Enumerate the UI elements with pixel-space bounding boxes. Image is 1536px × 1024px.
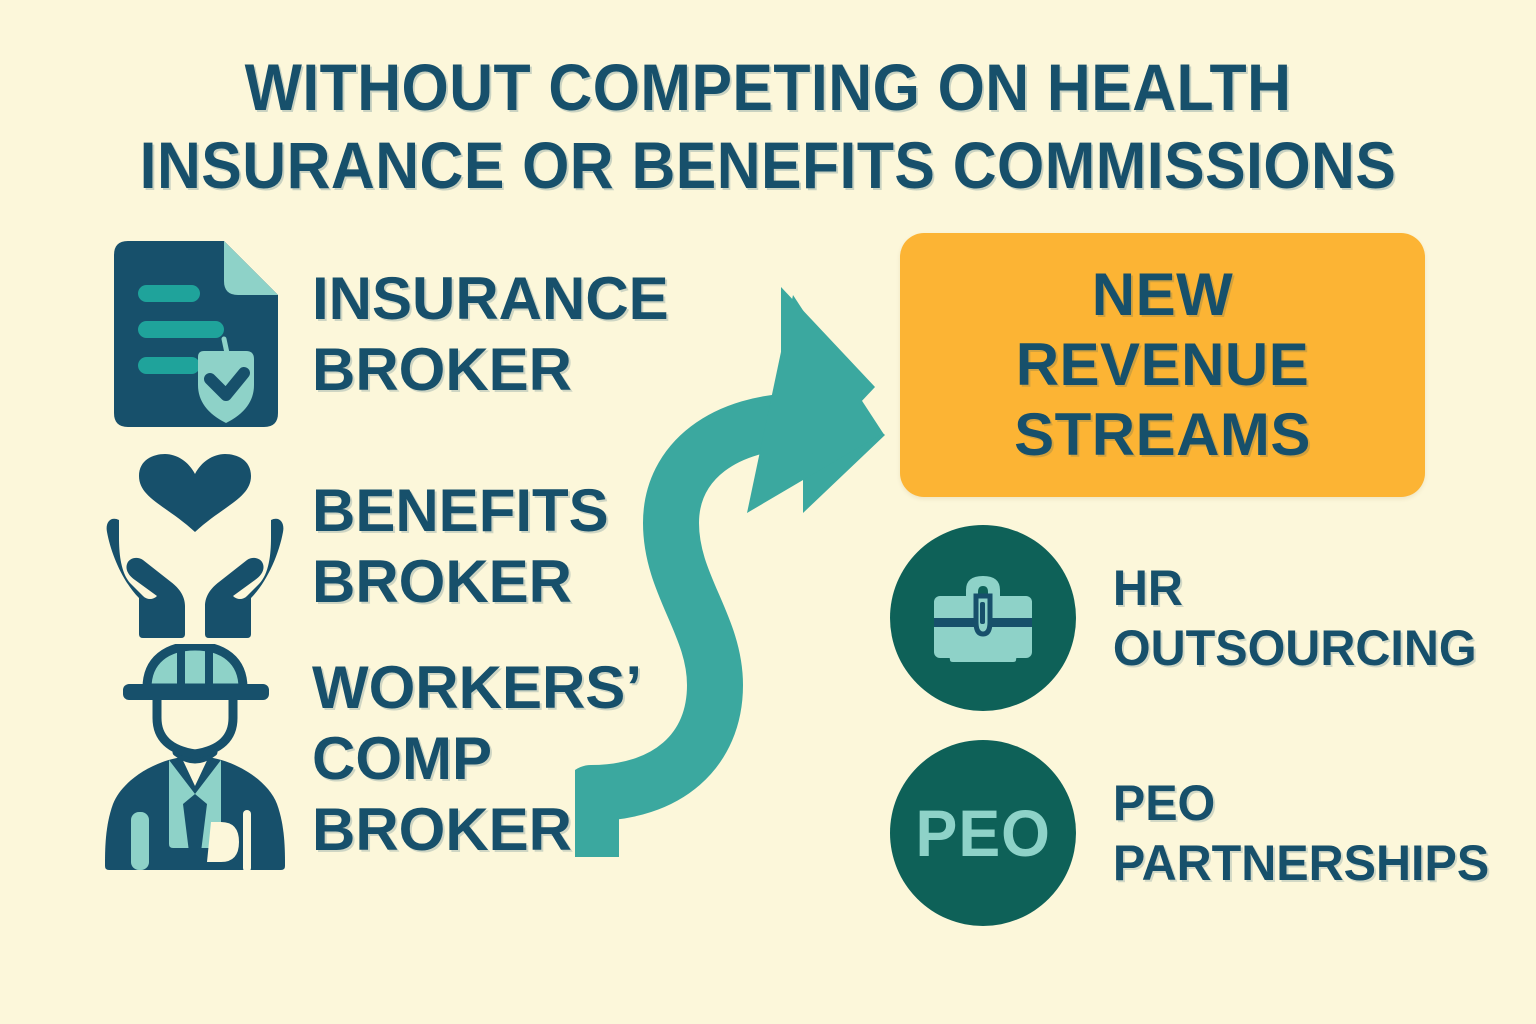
new-revenue-streams-callout: NEW REVENUE STREAMS (900, 233, 1425, 497)
source-label-line-2: BROKER (312, 336, 573, 403)
peo-partnerships-badge: PEO (890, 740, 1076, 926)
callout-line-1: NEW (1091, 261, 1234, 328)
outcome-row-peo-partnerships: PEO PEO PARTNERSHIPS (890, 740, 1502, 926)
hr-outsourcing-badge (890, 525, 1076, 711)
hands-holding-heart-icon (100, 446, 290, 646)
source-row-workers-comp-broker: WORKERS’ COMP BROKER (100, 644, 720, 872)
source-label-workers-comp-broker: WORKERS’ COMP BROKER (290, 652, 642, 865)
source-label-line-1: WORKERS’ (312, 653, 642, 721)
source-row-benefits-broker: BENEFITS BROKER (100, 440, 720, 652)
outcome-label-line-2: PARTNERSHIPS (1112, 835, 1490, 891)
source-label-benefits-broker: BENEFITS BROKER (290, 475, 609, 617)
title-line-2: INSURANCE OR BENEFITS COMMISSIONS (139, 128, 1397, 202)
title-line-1: WITHOUT COMPETING ON HEALTH (244, 50, 1292, 124)
construction-worker-icon (100, 644, 290, 872)
peo-badge-text: PEO (915, 796, 1051, 870)
source-roles-list: INSURANCE BROKER BENEFITS BROKER (100, 228, 720, 872)
source-row-insurance-broker: INSURANCE BROKER (100, 228, 720, 440)
source-label-line-1: BENEFITS (312, 477, 609, 544)
insurance-document-shield-icon (100, 234, 290, 434)
outcome-label-peo-partnerships: PEO PARTNERSHIPS (1076, 773, 1489, 893)
callout-line-2: REVENUE (1015, 331, 1310, 398)
source-label-line-3: BROKER (312, 795, 573, 863)
outcome-label-line-2: OUTSOURCING (1112, 620, 1477, 676)
source-label-line-2: BROKER (312, 548, 573, 615)
callout-line-3: STREAMS (1014, 401, 1311, 468)
outcome-label-hr-outsourcing: HR OUTSOURCING (1076, 558, 1477, 678)
briefcase-icon (934, 576, 1032, 662)
page-title: WITHOUT COMPETING ON HEALTH INSURANCE OR… (0, 48, 1536, 204)
source-label-line-1: INSURANCE (312, 265, 669, 332)
outcome-row-hr-outsourcing: HR OUTSOURCING (890, 525, 1489, 711)
source-label-insurance-broker: INSURANCE BROKER (290, 263, 669, 405)
source-label-line-2: COMP (312, 724, 492, 792)
outcome-label-line-1: PEO (1112, 775, 1216, 831)
outcome-label-line-1: HR (1112, 560, 1183, 616)
